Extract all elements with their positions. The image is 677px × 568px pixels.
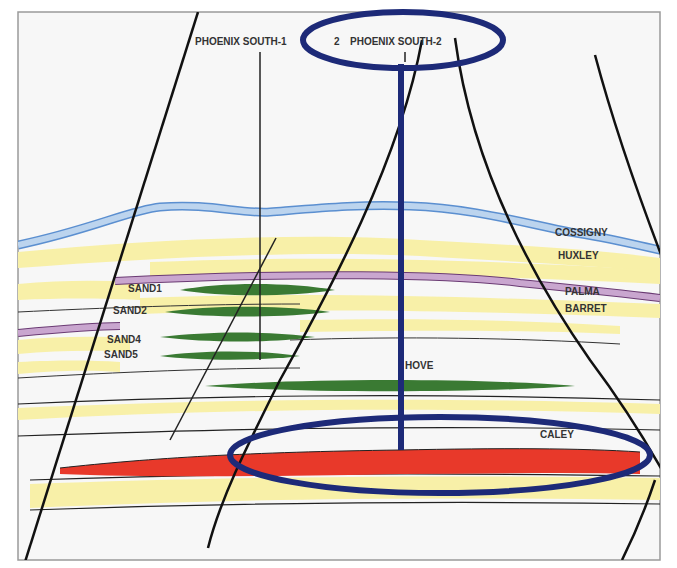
layer-label: HOVE (405, 360, 433, 371)
cossigny-horizon (18, 205, 660, 250)
layer-label: COSSIGNY (555, 227, 608, 238)
layer-label: PHOENIX SOUTH-1 (195, 36, 287, 47)
fault (455, 38, 660, 470)
layer-label: SAND4 (107, 334, 141, 345)
fault (208, 40, 422, 548)
layer-label: SAND1 (128, 283, 162, 294)
hove-sand (205, 380, 575, 391)
highlight-well (398, 64, 404, 450)
layer-label: PALMA (565, 286, 600, 297)
palma-horizon (18, 326, 120, 333)
layer-label: SAND5 (104, 349, 138, 360)
highlight-ellipse (303, 12, 503, 68)
horizon-line (18, 396, 660, 404)
layer-label: CALEY (540, 429, 574, 440)
horizon-line (30, 502, 660, 510)
layer-label: HUXLEY (558, 250, 599, 261)
horizon-line (60, 449, 640, 468)
strata (18, 12, 660, 560)
horizon-line (18, 368, 300, 378)
frame (18, 12, 660, 560)
caley-reservoir (60, 449, 640, 477)
wellbore (404, 52, 406, 62)
sand-band (18, 400, 660, 420)
sand-lens (160, 352, 300, 360)
sand-lens (165, 307, 330, 317)
palma-horizon (115, 275, 660, 298)
layer-label: BARRET (565, 303, 607, 314)
wellbore (170, 238, 276, 440)
layer-label: SAND2 (113, 305, 147, 316)
sand-band (18, 361, 120, 375)
palma-horizon (18, 326, 120, 333)
cossigny-horizon (18, 205, 660, 250)
fault (25, 12, 198, 560)
sand-lens (160, 333, 315, 342)
layer-label: PHOENIX SOUTH-2 (350, 36, 442, 47)
fault (622, 480, 655, 560)
highlight-ellipse (230, 417, 650, 493)
layer-label: 2 (334, 36, 340, 47)
palma-horizon (115, 275, 660, 298)
wellbore (259, 52, 261, 360)
sand-lens (180, 284, 335, 295)
horizon-line (290, 338, 620, 344)
